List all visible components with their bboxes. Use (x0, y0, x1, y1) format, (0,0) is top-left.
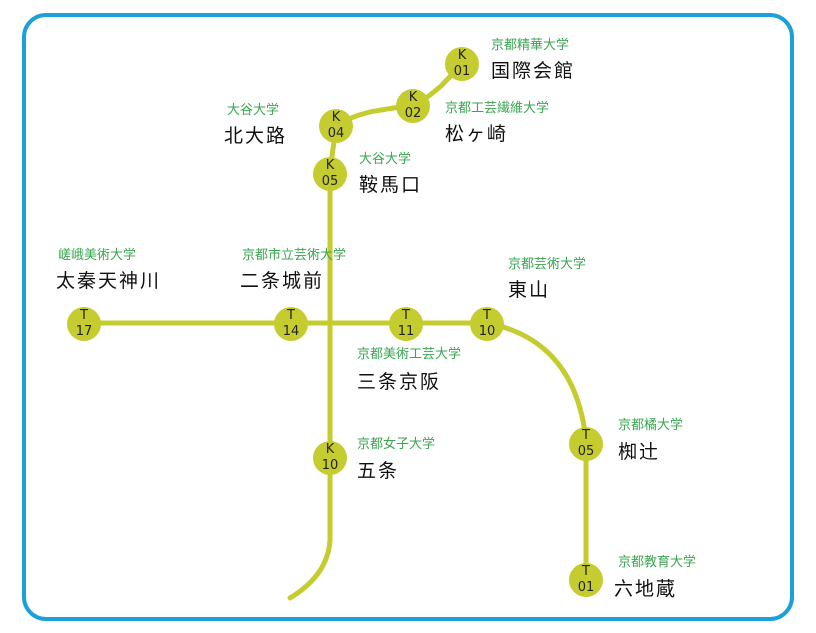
station-marker-t11[interactable]: T 11 (389, 307, 423, 341)
svg-text:01: 01 (578, 580, 595, 595)
station-marker-t01[interactable]: T 01 (569, 563, 603, 597)
station-marker-t05[interactable]: T 05 (569, 427, 603, 461)
station-marker-t14[interactable]: T 14 (274, 307, 308, 341)
university-label-t14: 京都市立芸術大学 (242, 248, 347, 263)
university-label-t10: 京都芸術大学 (508, 257, 587, 272)
station-marker-t17[interactable]: T 17 (67, 307, 101, 341)
station-name-t17[interactable]: 太秦天神川 (56, 270, 162, 292)
station-name-k05[interactable]: 鞍馬口 (359, 174, 423, 196)
station-marker-k01[interactable]: K 01 (445, 47, 479, 81)
university-label-t17: 嵯峨美術大学 (58, 248, 137, 263)
svg-text:05: 05 (578, 444, 595, 459)
university-label-k10: 京都女子大学 (357, 437, 436, 452)
station-marker-k10[interactable]: K 10 (313, 441, 347, 475)
university-label-t01: 京都教育大学 (618, 555, 697, 570)
svg-text:T: T (79, 308, 88, 323)
university-label-k05: 大谷大学 (359, 152, 412, 167)
station-name-t14[interactable]: 二条城前 (240, 270, 325, 292)
karasuma-line (287, 61, 465, 601)
station-marker-t10[interactable]: T 10 (470, 307, 504, 341)
university-label-k02: 京都工芸繊維大学 (445, 101, 550, 116)
svg-text:10: 10 (322, 458, 339, 473)
svg-text:K: K (326, 442, 335, 457)
station-name-t05[interactable]: 椥辻 (618, 441, 661, 463)
station-marker-k02[interactable]: K 02 (396, 89, 430, 123)
station-name-k04[interactable]: 北大路 (224, 125, 288, 147)
university-label-t11: 京都美術工芸大学 (357, 347, 462, 362)
svg-text:K: K (332, 110, 341, 125)
station-name-t11[interactable]: 三条京阪 (357, 371, 442, 393)
station-name-k02[interactable]: 松ヶ崎 (445, 123, 509, 145)
station-name-t10[interactable]: 東山 (508, 279, 551, 301)
university-label-t05: 京都橘大学 (618, 418, 684, 433)
svg-text:T: T (482, 308, 491, 323)
station-name-t01[interactable]: 六地蔵 (614, 578, 678, 600)
svg-text:04: 04 (328, 126, 345, 141)
university-label-k04: 大谷大学 (227, 103, 280, 118)
svg-text:K: K (326, 158, 335, 173)
station-name-k10[interactable]: 五条 (357, 460, 400, 482)
svg-text:T: T (286, 308, 295, 323)
svg-text:T: T (581, 564, 590, 579)
svg-text:10: 10 (479, 324, 496, 339)
svg-text:K: K (409, 90, 418, 105)
svg-text:14: 14 (283, 324, 300, 339)
svg-text:11: 11 (398, 324, 415, 339)
university-label-k01: 京都精華大学 (491, 38, 570, 53)
svg-text:02: 02 (405, 106, 422, 121)
svg-text:T: T (581, 428, 590, 443)
svg-text:17: 17 (76, 324, 93, 339)
svg-text:K: K (458, 48, 467, 63)
station-marker-k05[interactable]: K 05 (313, 157, 347, 191)
svg-text:05: 05 (322, 174, 339, 189)
station-marker-k04[interactable]: K 04 (319, 109, 353, 143)
svg-text:01: 01 (454, 64, 471, 79)
svg-text:T: T (401, 308, 410, 323)
station-name-k01[interactable]: 国際会館 (491, 60, 576, 82)
